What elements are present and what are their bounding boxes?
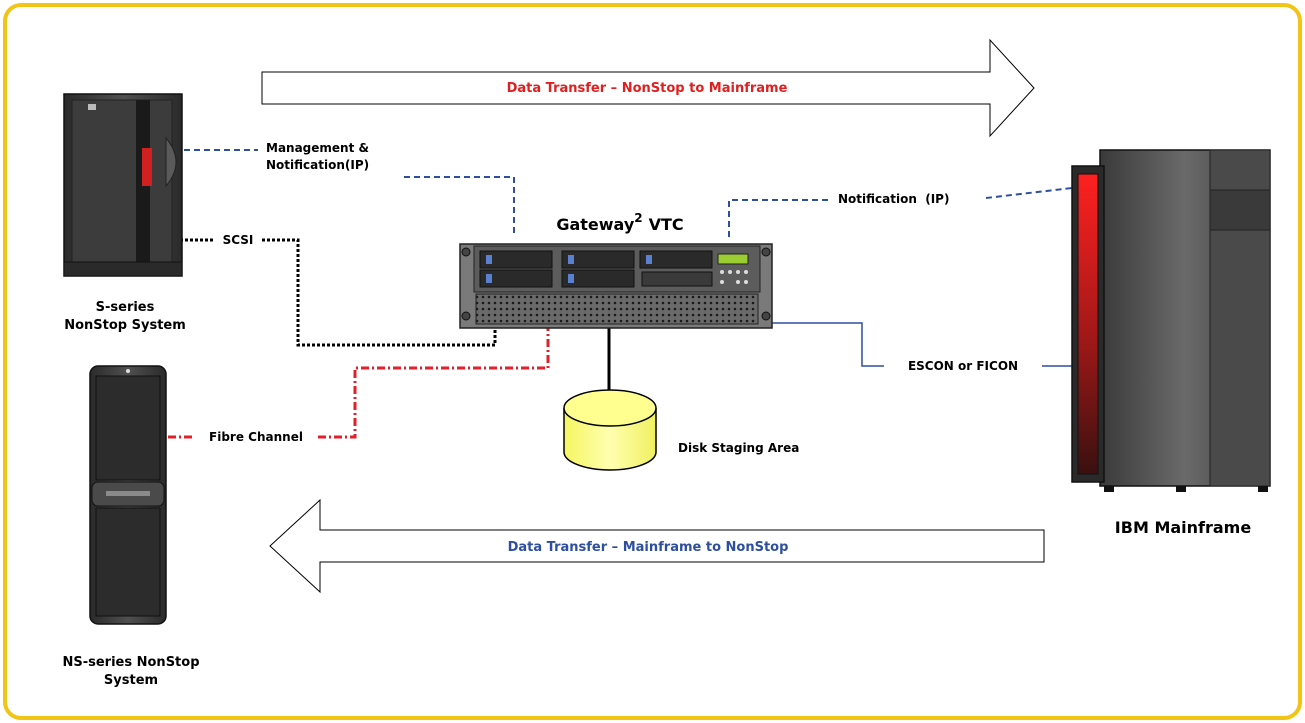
notification-ip-link	[728, 199, 832, 237]
gateway-label: Gateway2 VTC	[556, 211, 683, 234]
gateway-name: Gateway	[556, 215, 635, 234]
scsi-label: SCSI	[223, 233, 254, 247]
disk-label: Disk Staging Area	[678, 441, 799, 455]
scsi-link-2	[262, 238, 497, 347]
ibm-mainframe	[1071, 149, 1271, 492]
management-ip-link-2	[404, 176, 515, 237]
escon-link	[772, 322, 884, 367]
s-series-label-2: NonStop System	[64, 318, 186, 333]
notification-label: Notification (IP)	[838, 192, 949, 206]
ns-series-label-2: System	[104, 673, 158, 688]
ns-series-label-1: NS-series NonStop	[62, 655, 199, 670]
arrow-top-label: Data Transfer – NonStop to Mainframe	[507, 81, 788, 96]
ns-series-server	[89, 365, 167, 625]
mainframe-label: IBM Mainframe	[1115, 518, 1252, 537]
gateway-suffix: VTC	[649, 215, 684, 234]
drive-bays	[479, 250, 713, 288]
s-series-label-1: S-series	[96, 300, 155, 315]
gateway-vtc-appliance	[459, 243, 773, 329]
s-series-server	[63, 93, 183, 277]
management-label-1: Management &	[266, 141, 369, 155]
management-label-2: Notification(IP)	[266, 158, 369, 172]
arrow-mainframe-to-nonstop: Data Transfer – Mainframe to NonStop	[269, 498, 1045, 594]
disk-staging-cylinder	[563, 389, 657, 471]
fibre-channel-label: Fibre Channel	[209, 430, 303, 444]
arrow-bottom-label: Data Transfer – Mainframe to NonStop	[508, 540, 789, 555]
escon-label: ESCON or FICON	[908, 359, 1018, 373]
arrow-nonstop-to-mainframe: Data Transfer – NonStop to Mainframe	[261, 38, 1035, 138]
gateway-superscript: 2	[634, 211, 642, 225]
notification-ip-link-2	[985, 187, 1073, 199]
connections	[168, 149, 1073, 439]
